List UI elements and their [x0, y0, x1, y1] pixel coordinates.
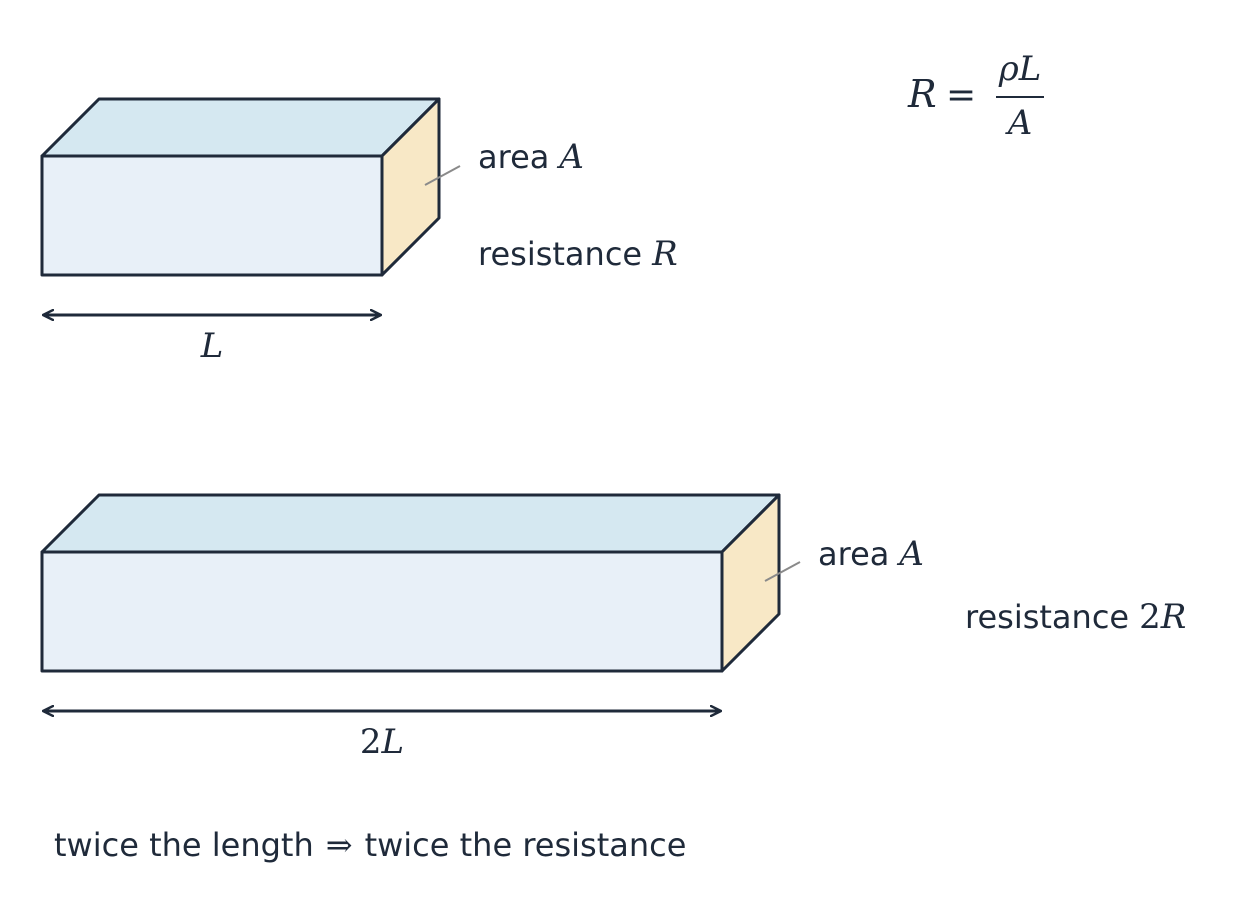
- long-bar-front-face: [40, 550, 724, 673]
- formula-numerator: ρL: [998, 49, 1042, 89]
- long-bar-top-face: [40, 493, 781, 554]
- caption: twice the length⇒twice the resistance: [54, 826, 686, 864]
- formula-equals: =: [946, 75, 976, 116]
- long-bar-area-leader: [764, 561, 801, 582]
- formula-denominator: A: [1005, 103, 1033, 143]
- formula-lhs: R: [907, 72, 937, 116]
- resistance-formula: R = ρL A: [907, 49, 1044, 143]
- short-bar-area-leader: [424, 165, 461, 186]
- short-bar-top-face: [40, 97, 441, 158]
- short-bar-length-label: L: [200, 326, 224, 366]
- short-bar-front-face: [40, 154, 384, 277]
- long-bar-length-label: 2L: [360, 722, 404, 762]
